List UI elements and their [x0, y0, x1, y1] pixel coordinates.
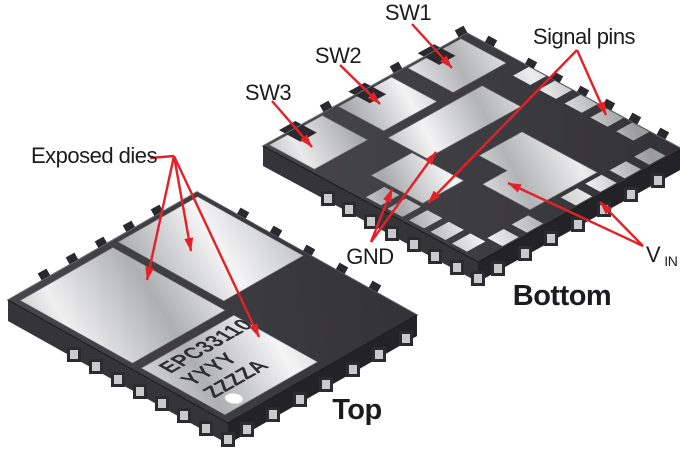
- label-sw2: SW2: [315, 43, 361, 68]
- arrow-gnd-center-pad: [370, 151, 437, 243]
- exposed-die-large: [19, 247, 226, 364]
- top-view-chip: EPC33110 YYYY ZZZZA: [6, 191, 419, 447]
- arrow-vin-pad: [507, 181, 644, 248]
- edge-highlight: [7, 191, 198, 301]
- exposed-die-marked: [140, 314, 319, 416]
- signal-pin-pads: [513, 66, 650, 141]
- edge-highlight: [196, 191, 418, 316]
- arrow-vin-edge-pins: [599, 201, 644, 247]
- callout-arrows: [145, 23, 644, 338]
- edge-highlight: [466, 32, 680, 150]
- gnd-pad-center: [387, 85, 522, 159]
- caption-top: Top: [332, 394, 382, 426]
- top-chip-face: EPC33110 YYYY ZZZZA: [6, 191, 419, 424]
- caption-bottom: Bottom: [513, 280, 611, 312]
- arrow-signal-pins-left: [427, 49, 578, 204]
- label-sw3: SW3: [245, 80, 291, 105]
- label-exposed-dies: Exposed dies: [31, 143, 158, 168]
- arrow-exposed-die-large: [145, 155, 176, 281]
- label-vin-subscript: IN: [664, 253, 677, 269]
- label-vin: V IN: [646, 242, 678, 269]
- callout-labels: SW1 SW2 SW3 Signal pins Exposed dies GND…: [31, 0, 678, 426]
- arrow-signal-pins-right: [575, 49, 608, 116]
- edge-pads-front-right: [487, 147, 666, 247]
- label-signal-pins: Signal pins: [533, 24, 636, 49]
- exposed-dies-connector: [149, 154, 175, 160]
- arrow-exposed-die-top: [172, 155, 194, 252]
- exposed-die-top: [117, 196, 304, 302]
- label-sw1: SW1: [385, 0, 431, 25]
- arrow-sw3: [271, 100, 313, 148]
- arrow-sw2: [339, 64, 381, 105]
- label-vin-main: V: [646, 242, 661, 267]
- pin1-dot: [224, 393, 243, 404]
- arrow-sw1: [411, 23, 453, 69]
- arrow-exposed-die-marked: [172, 155, 261, 338]
- arrow-gnd-left-pad: [369, 188, 394, 243]
- label-gnd: GND: [346, 244, 393, 269]
